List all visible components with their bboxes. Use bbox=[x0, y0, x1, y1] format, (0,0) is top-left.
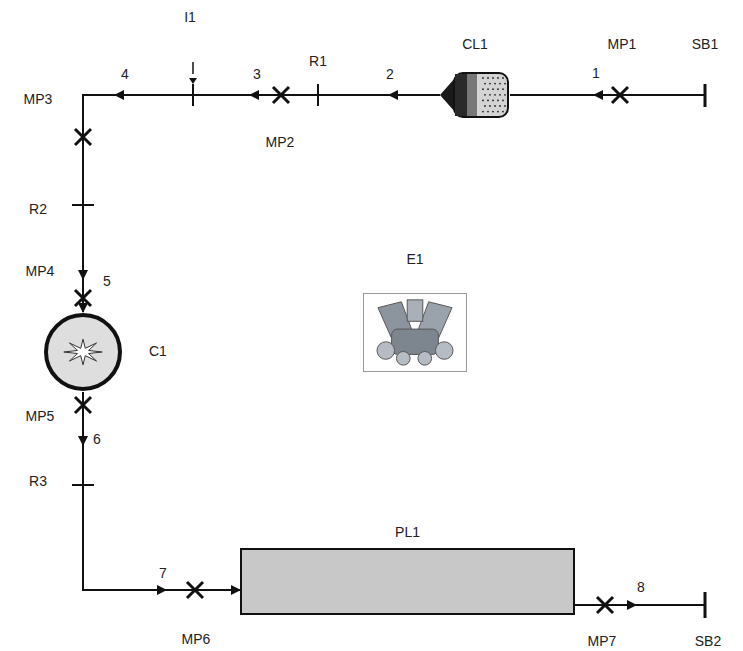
air-cleaner-drawing bbox=[440, 72, 510, 118]
connection-number: 2 bbox=[386, 67, 394, 82]
connection-number: 4 bbox=[121, 67, 129, 82]
connection-number: 3 bbox=[253, 67, 261, 82]
pipe-box: PL1 bbox=[240, 548, 575, 615]
component-label: E1 bbox=[406, 252, 423, 267]
measure-point-symbols bbox=[75, 87, 628, 613]
part-label: MP2 bbox=[266, 135, 295, 150]
part-label: MP4 bbox=[26, 264, 55, 279]
part-label: I1 bbox=[184, 10, 196, 25]
cylinder-drawing bbox=[43, 312, 123, 392]
cylinder-circle: C1 bbox=[43, 312, 123, 392]
pipe-connector bbox=[83, 95, 440, 312]
connection-number: 6 bbox=[93, 432, 101, 447]
part-label: MP5 bbox=[26, 409, 55, 424]
connection-number: 1 bbox=[592, 66, 600, 81]
pipe-line bbox=[510, 94, 705, 96]
injector-arrow bbox=[192, 62, 194, 74]
part-label: MP7 bbox=[588, 634, 617, 649]
boundary-bar bbox=[704, 592, 707, 618]
pipe-line bbox=[575, 604, 705, 606]
connection-number: 8 bbox=[637, 580, 645, 595]
engine-box: E1 bbox=[363, 293, 467, 372]
component-label: CL1 bbox=[462, 37, 488, 52]
part-label: SB2 bbox=[695, 634, 721, 649]
part-label: MP3 bbox=[24, 92, 53, 107]
air-cleaner: CL1 bbox=[440, 72, 510, 118]
pipe-connector bbox=[83, 392, 240, 590]
part-label: R1 bbox=[309, 54, 327, 69]
flow-arrowheads bbox=[78, 78, 637, 610]
engine-illustration bbox=[364, 294, 466, 371]
part-label: R2 bbox=[29, 202, 47, 217]
component-label: PL1 bbox=[395, 525, 420, 540]
part-label: MP1 bbox=[608, 37, 637, 52]
connection-number: 7 bbox=[159, 566, 167, 581]
component-label: C1 bbox=[149, 344, 167, 359]
part-label: R3 bbox=[29, 474, 47, 489]
connection-number: 5 bbox=[103, 274, 111, 289]
part-label: SB1 bbox=[692, 37, 718, 52]
part-label: MP6 bbox=[182, 632, 211, 647]
